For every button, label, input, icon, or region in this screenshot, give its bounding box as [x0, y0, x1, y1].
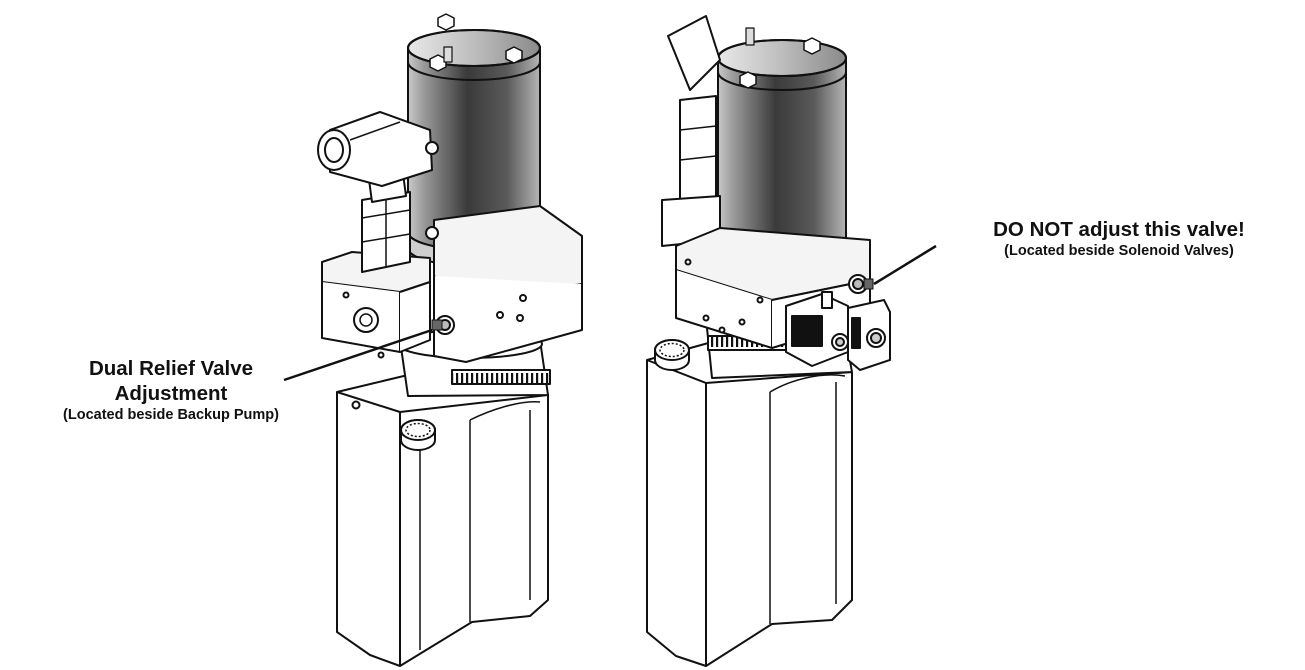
leader-line-left — [283, 328, 433, 382]
callout-do-not-adjust: DO NOT adjust this valve! (Located besid… — [938, 217, 1300, 261]
filler-cap-right — [654, 339, 690, 371]
filler-cap-left — [400, 419, 436, 451]
manifold-block-left — [433, 205, 583, 363]
right-power-unit — [646, 15, 891, 667]
callout-right-title: DO NOT adjust this valve! — [993, 218, 1245, 241]
reservoir-tank-left — [336, 371, 549, 667]
dual-relief-valve-screw — [431, 315, 455, 335]
hose-fitting-left — [317, 111, 439, 273]
left-power-unit — [317, 13, 583, 667]
solenoid-valves — [785, 291, 891, 371]
callout-left-title-line1: Dual Relief Valve — [88, 357, 254, 380]
do-not-adjust-valve-screw — [848, 274, 874, 294]
reservoir-tank-right — [646, 341, 853, 667]
callout-dual-relief-valve: Dual Relief Valve Adjustment (Located be… — [6, 356, 336, 425]
callout-left-note: (Located beside Backup Pump) — [63, 407, 279, 423]
callout-right-note: (Located beside Solenoid Valves) — [1004, 243, 1234, 259]
hose-fitting-right — [661, 15, 721, 247]
callout-left-title-line2: Adjustment — [114, 382, 228, 405]
backup-pump-block — [321, 251, 431, 359]
leader-line-right — [873, 244, 937, 286]
